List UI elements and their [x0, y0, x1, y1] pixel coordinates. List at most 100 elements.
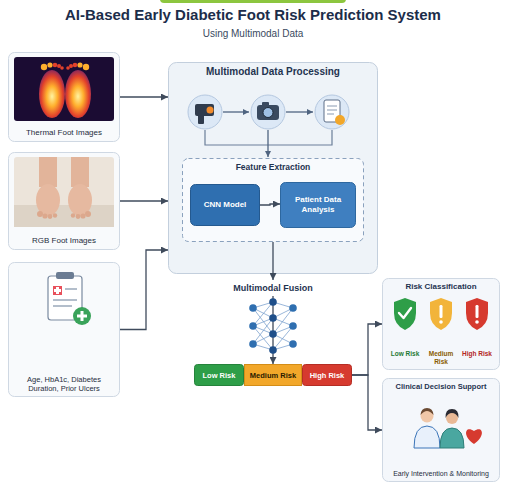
processing-icons-part [223, 111, 249, 112]
thermal-foot-image-part [66, 66, 70, 70]
rgb-foot-image-part [53, 213, 57, 217]
thermal-foot-image [14, 57, 114, 121]
clinicians-icon-part [440, 428, 464, 448]
rgb-foot-image [14, 157, 114, 227]
risk-label-row: Low RiskMedium RiskHigh Risk [387, 350, 495, 366]
patient-record-icon-part [77, 315, 87, 318]
patient-record-icon-part [53, 299, 77, 301]
thermal-foot-image-part [41, 64, 47, 70]
risk-shield-icons-part [399, 308, 411, 318]
risk-shield-icons-part [394, 298, 416, 330]
decision-support-box: Clinical Decision SupportEarly Intervent… [382, 378, 500, 482]
processing-panel: Multimodal Data ProcessingFeature Extrac… [168, 62, 378, 274]
classification-box: Risk ClassificationLow RiskMedium RiskHi… [382, 278, 500, 370]
input-image-box: Thermal Foot Images [8, 52, 120, 142]
clinicians-icon-part [421, 408, 434, 415]
model-box: CNN Model [190, 184, 260, 226]
node-heading: CNN Model [204, 200, 247, 210]
top-accent-bar [160, 0, 346, 3]
thermal-foot-image-part [47, 62, 52, 67]
rgb-foot-image-part [14, 205, 114, 227]
clinicians-icon [414, 408, 482, 448]
node-heading: RGB Foot Images [32, 236, 96, 246]
analysis-box-shape [281, 183, 356, 228]
flow-arrow [120, 96, 168, 97]
risk-band: Medium Risk [244, 364, 302, 386]
flow-arrow [272, 242, 273, 280]
input-image-box-shape [9, 153, 120, 250]
fusion-label: Multimodal Fusion [218, 280, 328, 296]
flow-arrow [352, 375, 382, 430]
risk-shield-icons-part [466, 298, 488, 330]
processing-icons-part [207, 107, 214, 114]
diagram-title: AI-Based Early Diabetic Foot Risk Predic… [0, 6, 506, 23]
neural-network-icon-part [289, 322, 297, 330]
thermal-foot-image-part [65, 70, 91, 118]
neural-network-icon-part [253, 318, 273, 344]
processing-icons-part [327, 114, 334, 115]
feature-group: Feature ExtractionCNN Model Patient Data … [182, 158, 364, 242]
clinicians-icon-part [445, 409, 458, 418]
thermal-foot-image-part [60, 66, 64, 70]
patient-data-box: Age, HbA1c, Diabetes Duration, Prior Ulc… [8, 262, 120, 397]
processing-icons-part [267, 130, 268, 157]
flow-arrow [352, 324, 382, 375]
neural-network-icon-part [269, 330, 277, 338]
rgb-foot-image-part [80, 213, 85, 218]
neural-network-icon-part [273, 308, 293, 334]
thermal-foot-image-part [14, 57, 114, 121]
input-image-box: RGB Foot Images [8, 152, 120, 250]
neural-network-icon-part [249, 304, 257, 312]
patient-data-box-shape [9, 263, 120, 397]
classification-box-shape [383, 279, 500, 370]
neural-network-icon-part [269, 314, 277, 322]
rgb-foot-image-part [48, 214, 53, 219]
processing-icons-part [286, 111, 313, 112]
patient-record-icon-part [65, 288, 77, 290]
rgb-foot-image-part [71, 213, 75, 217]
processing-panel-shape [169, 63, 378, 274]
risk-shield-icons-part [475, 320, 479, 324]
node-heading: High Risk [310, 371, 345, 380]
risk-band-shape [245, 365, 302, 386]
risk-band-shape [303, 365, 352, 386]
processing-icons-part [251, 95, 285, 129]
rgb-foot-image-part [14, 157, 114, 227]
neural-network-icon-part [253, 326, 273, 350]
node-text: Early Intervention & Monitoring [393, 470, 489, 478]
risk-band: Low Risk [194, 364, 244, 386]
feature-group-shape [183, 159, 364, 242]
node-heading: Thermal Foot Images [26, 128, 102, 138]
risk-shield-icons [394, 298, 488, 330]
rgb-foot-image-part [85, 211, 91, 217]
node-heading: Feature Extraction [236, 162, 311, 172]
rgb-foot-image-part [76, 214, 81, 219]
processing-icons [188, 95, 349, 157]
rgb-foot-image-part [37, 211, 43, 217]
neural-network-icon-part [269, 298, 277, 306]
node-heading: Patient Data Analysis [285, 195, 351, 214]
patient-record-icon-part [56, 272, 74, 279]
node-text: Medium Risk [423, 350, 459, 366]
neural-network-icon-part [289, 340, 297, 348]
node-heading: Medium Risk [250, 371, 296, 380]
flow-arrow [120, 200, 168, 201]
neural-network-icon-part [269, 346, 277, 354]
patient-record-icon-part [53, 286, 62, 295]
processing-icons-part [327, 106, 337, 107]
thermal-foot-image-part [73, 63, 78, 68]
node-text: High Risk [459, 350, 495, 366]
risk-shield-icons-part [439, 320, 443, 324]
thermal-foot-image-part [83, 64, 89, 70]
patient-record-icon-part [53, 305, 72, 307]
node-heading: Risk Classification [405, 282, 476, 292]
thermal-foot-image-part [39, 70, 65, 118]
clinicians-icon-part [466, 429, 482, 444]
rgb-foot-image-part [36, 184, 60, 216]
processing-icons-part [198, 115, 204, 124]
node-heading: Multimodal Data Processing [206, 66, 340, 78]
processing-icons-part [195, 104, 214, 116]
neural-network-icon-part [289, 304, 297, 312]
node-text: Low Risk [387, 350, 423, 366]
thermal-foot-image-part [77, 62, 82, 67]
